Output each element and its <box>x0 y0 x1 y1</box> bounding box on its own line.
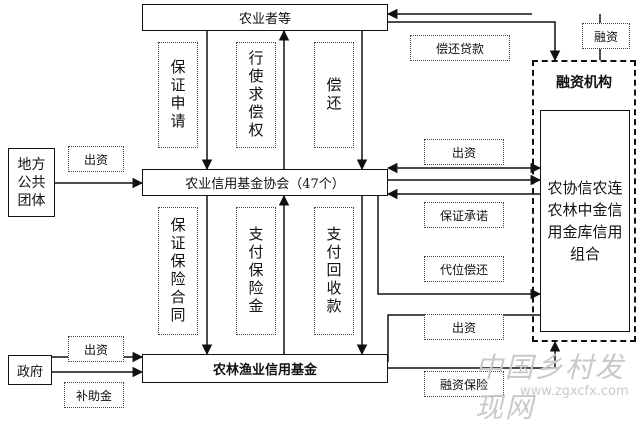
farmers-box: 农业者等 <box>142 4 388 31</box>
repay-loan-label: 偿还贷款 <box>410 35 510 61</box>
invest-fin-bottom-label: 出资 <box>424 314 504 340</box>
financial-org-members: 农协信农连农林中金信用金库信用组合 <box>547 179 623 263</box>
farmers-label: 农业者等 <box>238 12 291 27</box>
guarantee-commit-label: 保证承诺 <box>424 202 504 228</box>
invest-local-label: 出资 <box>68 146 124 172</box>
government-label: 政府 <box>16 364 43 380</box>
watermark-url: www.zgxcfx.com <box>520 384 629 399</box>
invest-to-fin-label: 出资 <box>424 139 504 165</box>
financing-top-label: 融资 <box>582 23 630 49</box>
repay-label: 偿还 <box>314 42 354 148</box>
finance-insurance-label: 融资保险 <box>424 371 504 397</box>
financial-org-title: 融资机构 <box>556 75 612 91</box>
apply-guarantee-label: 保证申请 <box>158 42 198 148</box>
financing-system-diagram: 农业者等 农业信用基金协会（47个） 农林渔业信用基金 地方公共团体 政府 融资… <box>8 4 636 424</box>
association-box: 农业信用基金协会（47个） <box>142 169 388 196</box>
local-gov-label: 地方公共团体 <box>17 156 46 209</box>
insurance-contract-label: 保证保险合同 <box>158 207 198 335</box>
financial-org-members-box: 农协信农连农林中金信用金库信用组合 <box>540 110 630 332</box>
pay-recovery-label: 支付回收款 <box>314 207 354 335</box>
subrogation-label: 代位偿还 <box>424 256 504 282</box>
local-gov-box: 地方公共团体 <box>8 148 55 217</box>
pay-insurance-label: 支付保险金 <box>236 207 276 335</box>
financial-org-group <box>532 60 636 342</box>
fund-label: 农林渔业信用基金 <box>212 363 317 378</box>
exercise-recourse-label: 行使求偿权 <box>236 42 276 148</box>
association-label: 农业信用基金协会（47个） <box>185 177 345 192</box>
connector-arrows <box>52 8 601 378</box>
invest-gov-label: 出资 <box>68 336 124 362</box>
fund-box: 农林渔业信用基金 <box>142 354 388 383</box>
government-box: 政府 <box>8 355 52 385</box>
subsidy-label: 补助金 <box>64 382 124 408</box>
